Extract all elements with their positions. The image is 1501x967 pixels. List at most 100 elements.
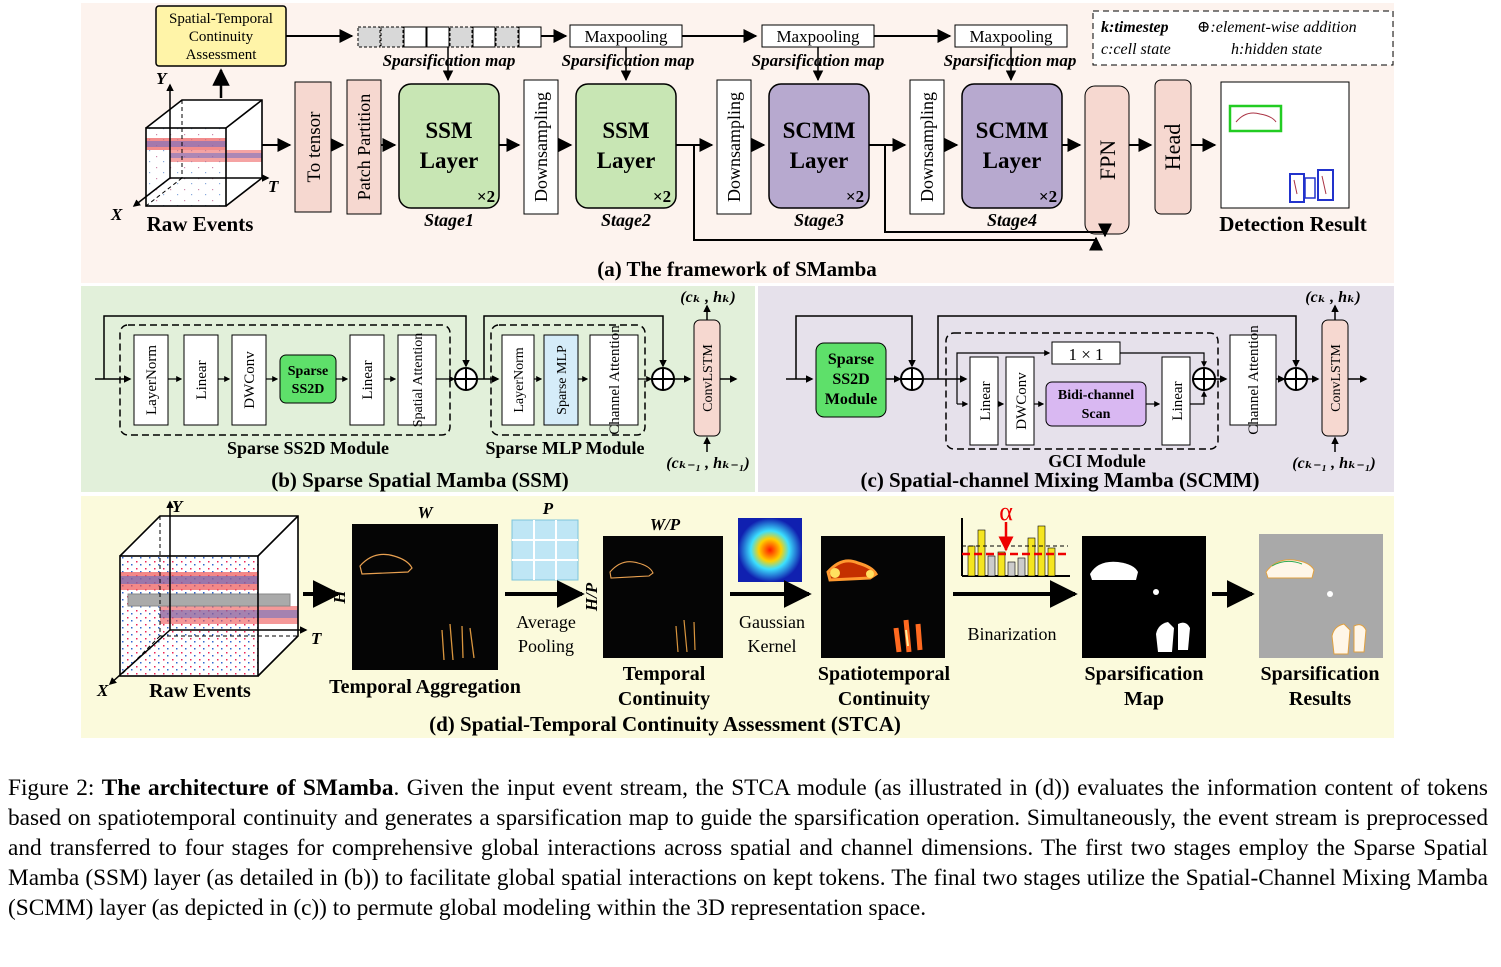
stage3-line1: SCMM bbox=[783, 118, 856, 143]
stca-box-line2: Continuity bbox=[189, 29, 254, 45]
channel-attention-c-label: Channel Attention bbox=[1246, 325, 1262, 435]
axis-t-d: T bbox=[311, 629, 322, 648]
ss2d-sparse-line1: Sparse bbox=[288, 364, 328, 379]
c-ss2d-line1: Sparse bbox=[828, 351, 874, 368]
mlp-layernorm: LayerNorm bbox=[512, 347, 527, 412]
axis-x-d: X bbox=[96, 681, 109, 700]
detection-result-label: Detection Result bbox=[1219, 212, 1367, 236]
temporal-continuity-image bbox=[603, 536, 723, 658]
downsampling-1: Downsampling bbox=[523, 79, 559, 215]
stage3-scmm-layer: SCMM Layer ×2 bbox=[768, 83, 870, 209]
panel-b-state-bottom: (cₖ₋₁ , hₖ₋₁) bbox=[666, 455, 749, 472]
caption-prefix: Figure 2: bbox=[8, 775, 102, 801]
spatiotemporal-line2: Continuity bbox=[838, 688, 930, 710]
bidi-line2: Scan bbox=[1082, 407, 1111, 422]
axis-t-a: T bbox=[268, 177, 279, 196]
spatiotemporal-line1: Spatiotemporal bbox=[818, 663, 951, 685]
gci-module: 1 × 1 Linear DWConv Bidi-channel Scan Li… bbox=[945, 332, 1219, 450]
legend-c: c:cell state bbox=[1101, 41, 1171, 58]
pooling-grid bbox=[511, 519, 579, 581]
ss2d-dwconv: DWConv bbox=[242, 351, 258, 409]
panel-c-state-bottom: (cₖ₋₁ , hₖ₋₁) bbox=[1292, 455, 1375, 472]
mlp-module-label: Sparse MLP Module bbox=[485, 438, 644, 458]
add-node-c2 bbox=[1192, 367, 1216, 391]
mlp-module: LayerNorm Sparse MLP Channel Attention bbox=[490, 324, 646, 436]
head-block: Head bbox=[1154, 79, 1192, 215]
sparsification-map-image bbox=[1082, 536, 1206, 658]
c-ss2d-line2: SS2D bbox=[832, 371, 869, 388]
stage3-times2: ×2 bbox=[846, 187, 864, 206]
average-pooling-line1: Average bbox=[516, 612, 576, 632]
hp-label: H/P bbox=[582, 582, 601, 612]
sparsification-map-label-3: Sparsification map bbox=[752, 51, 885, 70]
panel-c-state-top: (cₖ , hₖ) bbox=[1305, 289, 1360, 306]
gaussian-kernel-line1: Gaussian bbox=[739, 612, 805, 632]
legend-k: k:timestep bbox=[1101, 19, 1169, 36]
stage1-label: Stage1 bbox=[424, 210, 474, 230]
panel-b-title: (b) Sparse Spatial Mamba (SSM) bbox=[271, 468, 569, 492]
stca-box-line1: Spatial-Temporal bbox=[169, 11, 273, 27]
to-tensor-block: To tensor bbox=[294, 81, 332, 213]
alpha-label: α bbox=[999, 497, 1013, 526]
sparsification-results-line1: Sparsification bbox=[1261, 663, 1380, 685]
p-label: P bbox=[542, 499, 554, 518]
add-node-c3 bbox=[1284, 367, 1308, 391]
patch-partition-label: Patch Partition bbox=[354, 94, 374, 201]
sparse-ss2d-module-c: Sparse SS2D Module bbox=[815, 342, 887, 418]
maxpool-3-label: Maxpooling bbox=[969, 27, 1053, 46]
binarization-label: Binarization bbox=[968, 624, 1057, 644]
downsampling-3-label: Downsampling bbox=[917, 92, 937, 202]
stage4-line2: Layer bbox=[983, 148, 1042, 173]
histogram-icon bbox=[961, 518, 1070, 577]
sparsification-map-label-1: Sparsification map bbox=[383, 51, 516, 70]
sparsification-results-image bbox=[1259, 534, 1383, 658]
legend-plus: ⊕:element-wise addition bbox=[1197, 19, 1357, 36]
legend-box: k:timestep ⊕:element-wise addition c:cel… bbox=[1092, 10, 1394, 66]
convlstm-c: ConvLSTM bbox=[1321, 319, 1349, 437]
sparsification-map-label-2: Sparsification map bbox=[562, 51, 695, 70]
maxpool-3: Maxpooling bbox=[954, 24, 1068, 48]
convlstm-c-label: ConvLSTM bbox=[1329, 344, 1344, 412]
caption-body: . Given the input event stream, the STCA… bbox=[8, 775, 1488, 921]
stage4-line1: SCMM bbox=[976, 118, 1049, 143]
sparsification-map-label-4: Sparsification map bbox=[944, 51, 1077, 70]
ss2d-linear-1: Linear bbox=[194, 360, 210, 399]
axis-y-a: Y bbox=[156, 69, 168, 88]
stage2-line1: SSM bbox=[602, 118, 650, 143]
raw-events-cube-d bbox=[119, 515, 299, 677]
patch-partition-block: Patch Partition bbox=[346, 79, 382, 215]
gci-linear-1: Linear bbox=[978, 381, 994, 420]
panel-a-title: (a) The framework of SMamba bbox=[597, 257, 877, 281]
temporal-aggregation-label: Temporal Aggregation bbox=[329, 676, 521, 698]
downsampling-2: Downsampling bbox=[716, 79, 752, 215]
average-pooling-line2: Pooling bbox=[518, 636, 574, 656]
sparsification-results-line2: Results bbox=[1289, 688, 1351, 710]
stage1-ssm-layer: SSM Layer ×2 bbox=[398, 83, 500, 209]
gci-module-label: GCI Module bbox=[1048, 451, 1146, 471]
wp-label: W/P bbox=[650, 515, 681, 534]
detection-result-image bbox=[1220, 81, 1350, 209]
mlp-channel-attention: Channel Attention bbox=[607, 325, 623, 435]
raw-events-label-d: Raw Events bbox=[149, 680, 251, 702]
add-node-c1 bbox=[900, 367, 924, 391]
downsampling-3: Downsampling bbox=[909, 79, 945, 215]
stage2-line2: Layer bbox=[597, 148, 656, 173]
stage3-line2: Layer bbox=[790, 148, 849, 173]
sparsification-map-line2: Map bbox=[1124, 688, 1164, 710]
convlstm-b: ConvLSTM bbox=[693, 319, 721, 437]
architecture-figure: Spatial-Temporal Continuity Assessment M… bbox=[81, 3, 1394, 738]
maxpool-1-label: Maxpooling bbox=[584, 27, 668, 46]
gci-dwconv: DWConv bbox=[1014, 372, 1030, 430]
stage4-scmm-layer: SCMM Layer ×2 bbox=[961, 83, 1063, 209]
maxpool-2: Maxpooling bbox=[761, 24, 875, 48]
caption-bold: The architecture of SMamba bbox=[101, 775, 394, 801]
channel-attention-c: Channel Attention bbox=[1229, 325, 1277, 435]
stage4-times2: ×2 bbox=[1039, 187, 1057, 206]
figure-caption: Figure 2: The architecture of SMamba. Gi… bbox=[8, 773, 1488, 923]
convlstm-b-label: ConvLSTM bbox=[701, 344, 716, 412]
raw-events-cube-a bbox=[145, 99, 263, 207]
stca-box-line3: Assessment bbox=[186, 47, 258, 63]
stage1-line2: Layer bbox=[420, 148, 479, 173]
axis-x-a: X bbox=[110, 205, 123, 224]
ss2d-spatial-attention: Spatial Attention bbox=[411, 333, 426, 428]
